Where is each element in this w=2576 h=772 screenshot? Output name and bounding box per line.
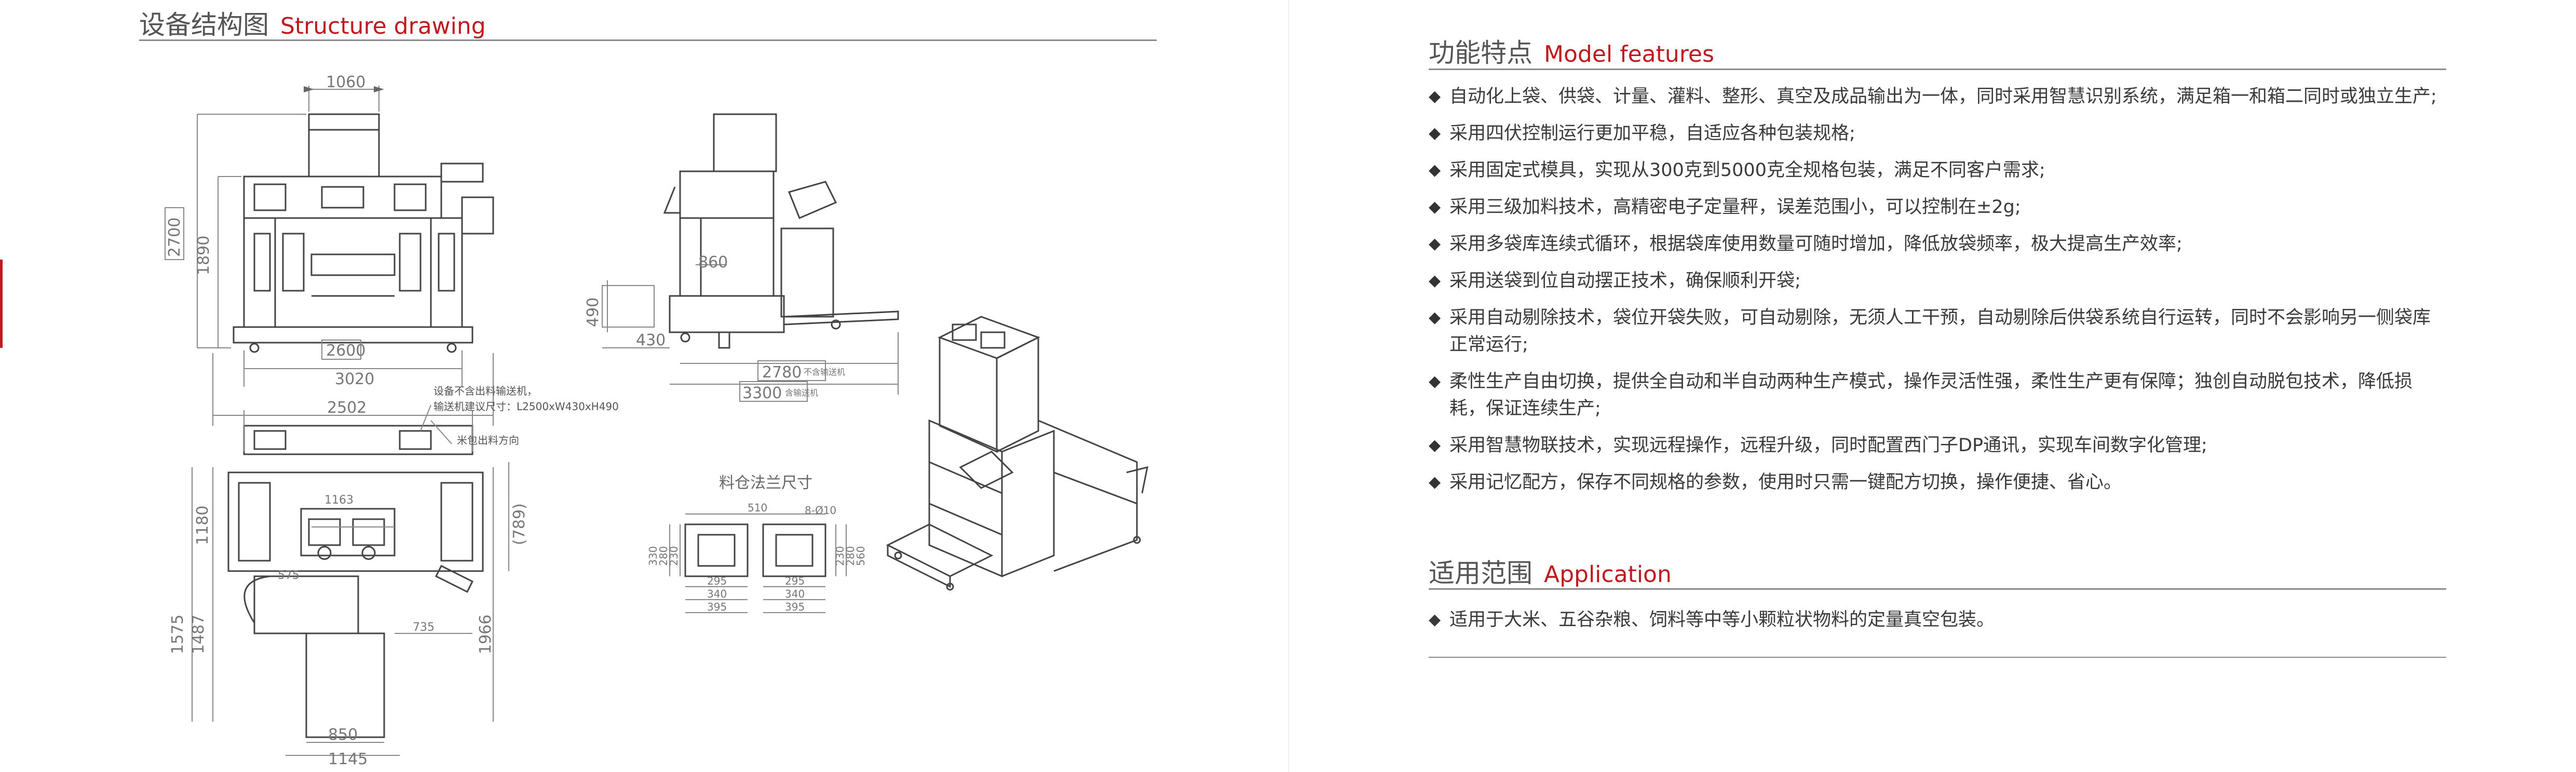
- application-title-en: Application: [1544, 561, 1672, 588]
- feature-text: 采用固定式模具，实现从300克到5000克全规格包装，满足不同客户需求;: [1449, 160, 2045, 181]
- front-dim-width: 1060: [326, 73, 365, 91]
- feature-item: ◆ 采用四伏控制运行更加平稳，自适应各种包装规格;: [1429, 120, 2446, 147]
- feature-item: ◆ 采用智慧物联技术，实现远程操作，远程升级，同时配置西门子DP通讯，实现车间数字…: [1429, 432, 2446, 459]
- isometric-view: [886, 316, 1148, 591]
- plan-dim-1163: 1163: [324, 494, 354, 507]
- application-header-rule: [1429, 588, 2446, 590]
- flange-dim-340-a: 340: [707, 588, 727, 600]
- feature-item: ◆ 采用送袋到位自动摆正技术，确保顺利开袋;: [1429, 267, 2446, 294]
- plan-dim-1575: 1575: [169, 615, 187, 654]
- flange-dim-280: 280: [657, 546, 670, 566]
- bullet-icon: ◆: [1429, 436, 1441, 454]
- feature-text: 采用自动剔除技术，袋位开袋失败，可自动剔除，无须人工干预，自动剔除后供袋系统自行…: [1449, 307, 2431, 355]
- features-title-en: Model features: [1544, 41, 1714, 67]
- feature-item: ◆ 采用多袋库连续式循环，根据袋库使用数量可随时增加，降低放袋频率，极大提高生产效…: [1429, 231, 2446, 258]
- flange-dim-230: 230: [668, 546, 680, 566]
- bullet-icon: ◆: [1429, 87, 1441, 105]
- side-dim-860: 860: [698, 253, 728, 272]
- side-dim-3300: 3300: [742, 384, 782, 402]
- structure-header: 设备结构图 Structure drawing: [139, 4, 486, 42]
- application-list: ◆ 适用于大米、五谷杂粮、饲料等中等小颗粒状物料的定量真空包装。: [1429, 606, 2446, 633]
- feature-item: ◆ 采用固定式模具，实现从300克到5000克全规格包装，满足不同客户需求;: [1429, 157, 2446, 184]
- plan-dim-850: 850: [328, 726, 358, 744]
- flange-detail: 料仓法兰尺寸 510 8-Ø10 330 280 230 295 340 395…: [647, 474, 867, 613]
- structure-title-zh: 设备结构图: [139, 10, 269, 40]
- bullet-icon: ◆: [1429, 272, 1441, 290]
- flange-dim-230-b: 230: [834, 546, 846, 566]
- feature-text: 采用送袋到位自动摆正技术，确保顺利开袋;: [1449, 270, 1801, 291]
- feature-item: ◆ 采用记忆配方，保存不同规格的参数，使用时只需一键配方切换，操作便捷、省心。: [1429, 469, 2446, 496]
- application-bottom-rule: [1429, 657, 2446, 658]
- flange-dim-295-b: 295: [785, 575, 805, 587]
- feature-item: ◆ 柔性生产自由切换，提供全自动和半自动两种生产模式，操作灵活性强，柔性生产更有保…: [1429, 368, 2446, 422]
- application-item: ◆ 适用于大米、五谷杂粮、饲料等中等小颗粒状物料的定量真空包装。: [1429, 606, 2446, 633]
- plan-note-no-conveyor: 设备不含出料输送机，: [433, 385, 537, 397]
- feature-text: 采用三级加料技术，高精密电子定量秤，误差范围小，可以控制在±2g;: [1449, 197, 2021, 218]
- flange-dim-340-b: 340: [785, 588, 805, 600]
- feature-text: 自动化上袋、供袋、计量、灌料、整形、真空及成品输出为一体，同时采用智慧识别系统，…: [1449, 86, 2437, 107]
- side-note-without-conveyor: 不含输送机: [804, 367, 845, 377]
- feature-text: 柔性生产自由切换，提供全自动和半自动两种生产模式，操作灵活性强，柔性生产更有保障…: [1449, 371, 2413, 419]
- application-title-zh: 适用范围: [1429, 558, 1533, 588]
- plan-dim-1145: 1145: [328, 750, 368, 768]
- flange-dim-280-b: 280: [844, 546, 857, 566]
- front-dim-overall: 3020: [335, 370, 374, 388]
- front-dim-base: 2600: [326, 342, 365, 360]
- bullet-icon: ◆: [1429, 473, 1441, 491]
- structure-drawing: 1060 2700 1890 2600 3020: [165, 73, 1148, 768]
- page-fold-line: [1288, 0, 1289, 772]
- side-view: 860 490 430 2780 3300 不含输送机 含输送机: [584, 113, 899, 402]
- bullet-icon: ◆: [1429, 372, 1441, 390]
- flange-dim-330: 330: [647, 546, 659, 566]
- plan-view: 2502 1180 (789) 1163 575 1575 1487 1966 …: [169, 385, 619, 768]
- feature-text: 采用四伏控制运行更加平稳，自适应各种包装规格;: [1449, 123, 1855, 144]
- front-dim-total-height: 2700: [166, 218, 184, 257]
- structure-title-en: Structure drawing: [280, 13, 486, 39]
- plan-note-conveyor-size: 输送机建议尺寸：L2500xW430xH490: [433, 400, 619, 413]
- plan-dim-735: 735: [413, 621, 435, 634]
- plan-dim-2502: 2502: [327, 399, 367, 417]
- feature-text: 采用记忆配方，保存不同规格的参数，使用时只需一键配方切换，操作便捷、省心。: [1449, 472, 2122, 493]
- plan-dim-1180: 1180: [194, 506, 212, 545]
- application-header: 适用范围 Application: [1429, 552, 1672, 590]
- features-list: ◆ 自动化上袋、供袋、计量、灌料、整形、真空及成品输出为一体，同时采用智慧识别系统…: [1429, 83, 2446, 506]
- bullet-icon: ◆: [1429, 235, 1441, 253]
- bullet-icon: ◆: [1429, 611, 1441, 629]
- feature-item: ◆ 采用自动剔除技术，袋位开袋失败，可自动剔除，无须人工干预，自动剔除后供袋系统自…: [1429, 304, 2446, 358]
- plan-dim-1487: 1487: [189, 615, 208, 654]
- side-dim-2780: 2780: [762, 363, 802, 382]
- flange-dim-560: 560: [855, 546, 867, 566]
- feature-text: 采用多袋库连续式循环，根据袋库使用数量可随时增加，降低放袋频率，极大提高生产效率…: [1449, 234, 2182, 254]
- flange-title: 料仓法兰尺寸: [719, 474, 812, 492]
- feature-item: ◆ 采用三级加料技术，高精密电子定量秤，误差范围小，可以控制在±2g;: [1429, 194, 2446, 221]
- plan-dim-575: 575: [278, 569, 300, 582]
- flange-dim-395-a: 395: [707, 601, 727, 613]
- front-dim-height: 1890: [195, 236, 213, 275]
- structure-header-rule: [139, 39, 1157, 41]
- front-view: 1060 2700 1890 2600 3020: [165, 73, 494, 426]
- bullet-icon: ◆: [1429, 308, 1441, 327]
- flange-dim-295-a: 295: [707, 575, 727, 587]
- bullet-icon: ◆: [1429, 198, 1441, 216]
- flange-dim-holes: 8-Ø10: [805, 504, 836, 517]
- features-header-rule: [1429, 69, 2446, 70]
- features-title-zh: 功能特点: [1429, 38, 1533, 68]
- plan-dim-789: (789): [510, 503, 528, 545]
- application-text: 适用于大米、五谷杂粮、饲料等中等小颗粒状物料的定量真空包装。: [1449, 610, 1995, 630]
- bullet-icon: ◆: [1429, 124, 1441, 142]
- flange-dim-395-b: 395: [785, 601, 805, 613]
- edge-color-mark: [0, 260, 3, 348]
- features-header: 功能特点 Model features: [1429, 32, 1714, 70]
- feature-item: ◆ 自动化上袋、供袋、计量、灌料、整形、真空及成品输出为一体，同时采用智慧识别系统…: [1429, 83, 2446, 110]
- plan-dim-1966: 1966: [477, 615, 495, 654]
- flange-dim-510: 510: [748, 502, 767, 514]
- side-note-with-conveyor: 含输送机: [785, 388, 818, 398]
- feature-text: 采用智慧物联技术，实现远程操作，远程升级，同时配置西门子DP通讯，实现车间数字化…: [1449, 435, 2207, 456]
- bullet-icon: ◆: [1429, 161, 1441, 179]
- side-dim-430: 430: [636, 331, 666, 349]
- side-dim-490: 490: [584, 297, 602, 327]
- plan-note-discharge-direction: 米包出料方向: [457, 434, 519, 446]
